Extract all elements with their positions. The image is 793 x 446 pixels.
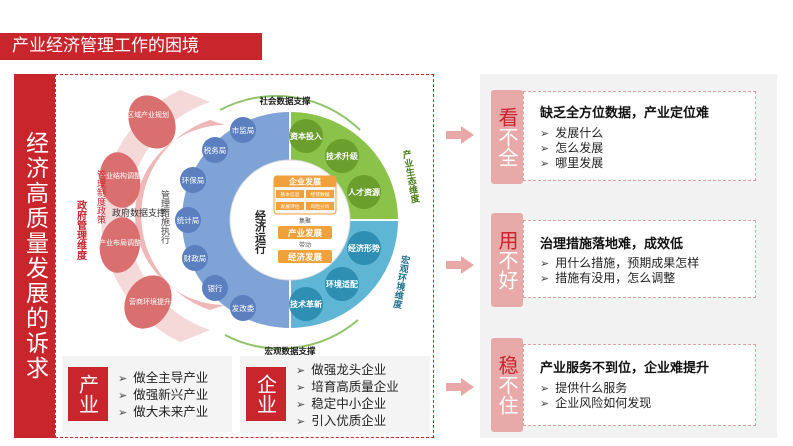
agency-1: 市监局 [232,125,255,135]
list-item: 引入优质企业 [296,413,399,430]
list-item: 做大未来产业 [118,404,208,421]
left-petals [99,95,176,329]
page-title: 产业经济管理工作的困境 [0,33,262,60]
teal-node-2: 环境适配 [326,279,358,289]
card-list: 发展什么 怎么发展 哪里发展 [540,126,603,171]
bottom-arrow [224,319,359,350]
enterprise-item-4: 风险分析 [310,203,329,210]
problem-card-3: 产业服务不到位，企业难提升 提供什么服务 企业风险如何发现 [523,344,756,426]
petal-business [124,275,172,329]
agency-4: 统计局 [177,215,200,225]
petal-label-2: 产业结构调整 [99,171,141,180]
gov-support-label: 政府数据支撑 [112,207,166,219]
industry-dimension-label: 产业生态维度 [400,148,420,205]
core-label: 经济运行 [254,209,268,255]
gov-policy-label: 管理制度政策 [95,169,106,225]
industry-dev-label: 产业发展 [288,228,323,239]
green-node-3: 人才资源 [348,187,380,197]
list-item: 提供什么服务 [540,381,651,396]
teal-node-1: 经济形势 [348,243,380,253]
petal-structure [99,152,141,208]
industry-nodes: 资本投入 技术升级 人才资源 [289,119,381,209]
petal-plan [128,95,176,149]
list-item: 哪里发展 [540,156,603,171]
list-item: 做全主导产业 [118,370,208,387]
petal-label-4: 营商环境提升 [129,297,171,306]
enterprise-title: 企业发展 [288,177,321,187]
card-title: 产业服务不到位，企业难提升 [540,361,710,376]
gov-exec-label: 管理措施执行 [159,189,170,245]
green-node-2: 技术升级 [326,151,359,161]
problem-card-2: 治理措施落地难，成效低 用什么措施，预期成果怎样 措施有没用，怎么调整 [523,220,756,298]
green-node-1: 资本投入 [290,131,322,141]
economy-dev-box [278,250,332,263]
petal-label-3: 产业布局调整 [99,238,141,247]
tag-unstable: 稳不住 [491,338,523,432]
list-item: 培育高质量企业 [296,379,399,396]
goal-panel: 经济高质量发展的诉求 [14,74,55,438]
list-item: 做强龙头企业 [296,362,399,379]
gov-dimension-label: 政府管理维度 [75,199,87,261]
list-item: 稳定中小企业 [296,396,399,413]
card-list: 提供什么服务 企业风险如何发现 [540,381,651,411]
macro-data-label: 宏观数据支撑 [264,346,316,357]
industry-box: 产业 做全主导产业 做强新兴产业 做大未来产业 [62,356,232,432]
top-arrow [219,95,361,131]
enterprise-item-1: 基本信息 [280,191,299,198]
economy-dev-label: 经济发展 [288,252,323,263]
list-item: 做强新兴产业 [118,387,208,404]
industry-dev-box [278,226,332,239]
macro-dimension-label: 宏观环境维度 [391,253,411,310]
macro-nodes: 经济形势 环境适配 技术革新 [289,231,381,321]
list-item: 企业风险如何发现 [540,396,651,411]
list-item: 发展什么 [540,126,603,141]
industry-label: 产业 [68,367,108,421]
agency-nodes: 市监局 税务局 环保局 统计局 财政局 银行 发改委 [175,117,256,321]
agency-5: 财政局 [184,253,207,263]
tag-incomplete: 看不全 [491,90,523,184]
arrow-right-icon [446,126,474,144]
agency-3: 环保局 [182,176,205,185]
economic-diagram: 区域产业规划 产业结构调整 产业布局调整 营商环境提升 政府管理维度 管理制度政… [75,90,420,357]
tag-ineffective: 用不好 [491,213,523,307]
agency-2: 税务局 [204,145,227,155]
enterprise-item-3: 发展评估 [280,203,299,210]
gov-fan [101,90,210,342]
list-item: 怎么发展 [540,141,603,156]
enterprise-label: 企业 [246,367,286,421]
problem-card-1: 缺乏全方位数据，产业定位难 发展什么 怎么发展 哪里发展 [523,91,756,181]
list-item: 用什么措施，预期成果怎样 [540,256,699,271]
enterprise-item-2: 经营数据 [310,191,329,198]
agency-6: 银行 [208,283,223,293]
diagram-frame [55,74,434,438]
arrow-right-icon [446,378,474,396]
list-item: 措施有没用，怎么调整 [540,271,699,286]
petal-layout [99,217,141,273]
petal-label-1: 区域产业规划 [127,110,169,119]
enterprise-box-bottom: 企业 做强龙头企业 培育高质量企业 稳定中小企业 引入优质企业 [240,356,430,432]
card-title: 缺乏全方位数据，产业定位难 [540,106,710,121]
card-list: 用什么措施，预期成果怎样 措施有没用，怎么调整 [540,256,699,286]
enterprise-list: 做强龙头企业 培育高质量企业 稳定中小企业 引入优质企业 [296,362,399,430]
teal-node-3: 技术革新 [290,299,322,309]
agency-7: 发改委 [232,303,255,313]
link-gather: 集聚 [299,217,311,225]
card-title: 治理措施落地难，成效低 [540,237,684,252]
arrow-right-icon [446,256,474,274]
industry-list: 做全主导产业 做强新兴产业 做大未来产业 [118,370,208,421]
link-drive: 带动 [299,241,311,249]
social-data-label: 社会数据支撑 [258,96,311,107]
